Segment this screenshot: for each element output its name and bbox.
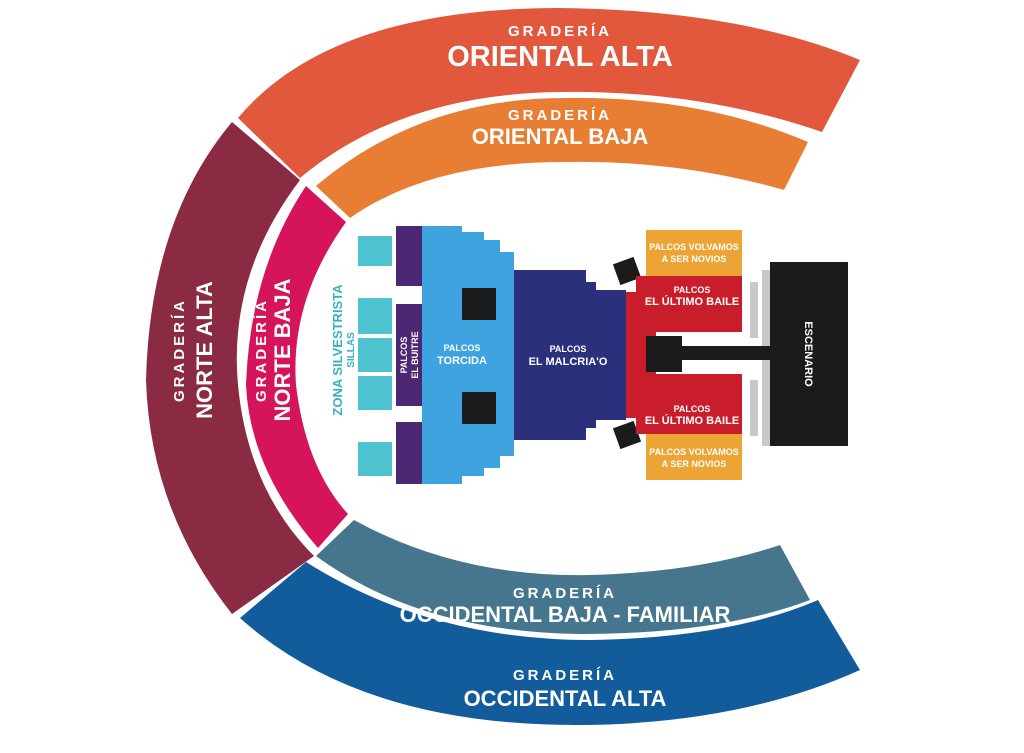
occidental-baja-label-big: OCCIDENTAL BAJA - FAMILIAR (400, 602, 731, 627)
occidental-alta-label-small: GRADERÍA (513, 667, 617, 684)
torcida-label: PALCOS (444, 343, 481, 353)
torcida-black-box (462, 392, 496, 424)
zona-silvestrista[interactable] (358, 236, 392, 476)
section-oriental-baja[interactable] (316, 97, 808, 218)
section-oriental-alta[interactable] (238, 8, 860, 178)
palcos-el-buitre[interactable] (396, 226, 422, 484)
buitre-label: PALCOS (399, 337, 409, 374)
norte-alta-label-small: GRADERÍA (171, 298, 188, 402)
buitre-sub-label: EL BUITRE (410, 331, 420, 378)
torcida-sub-label: TORCIDA (437, 355, 487, 367)
palcos-volvamos-bottom[interactable] (646, 434, 742, 480)
ultimo-baile-shadow (750, 380, 758, 436)
silvestrista-block[interactable] (358, 298, 392, 334)
black-marker (612, 256, 642, 286)
silvestrista-sub-label: SILLAS (346, 332, 357, 368)
catwalk-bar (680, 346, 772, 360)
ultimo-baile-shadow (750, 282, 758, 338)
silvestrista-block[interactable] (358, 236, 392, 266)
ultimo-baile-top-label: PALCOS (674, 285, 711, 295)
buitre-block-bottom[interactable] (396, 422, 422, 484)
section-occidental-alta[interactable] (240, 562, 860, 726)
black-marker (612, 420, 642, 450)
norte-baja-label-big: NORTE BAJA (270, 278, 295, 421)
buitre-block-top[interactable] (396, 226, 422, 286)
buitre-block-mid[interactable] (396, 304, 422, 406)
escenario-label: ESCENARIO (802, 321, 814, 387)
malcriao-sub-label: EL MALCRIA'O (529, 356, 608, 368)
palcos-volvamos-top[interactable] (646, 230, 742, 276)
silvestrista-block[interactable] (358, 442, 392, 476)
silvestrista-block[interactable] (358, 376, 392, 410)
malcriao-label: PALCOS (550, 344, 587, 354)
ultimo-baile-bottom-label: PALCOS (674, 404, 711, 414)
escenario[interactable] (770, 262, 848, 446)
occidental-alta-label-big: OCCIDENTAL ALTA (464, 686, 667, 711)
occidental-baja-label-small: GRADERÍA (513, 585, 617, 602)
volvamos-bottom-label: PALCOS VOLVAMOS (649, 447, 739, 457)
volvamos-bottom-sub-label: A SER NOVIOS (662, 459, 727, 469)
silvestrista-block[interactable] (358, 338, 392, 372)
norte-alta-label-big: NORTE ALTA (192, 281, 217, 419)
ultimo-baile-top-sub-label: EL ÚLTIMO BAILE (645, 295, 739, 308)
catwalk-end (646, 336, 682, 372)
torcida-black-box (462, 288, 496, 320)
silvestrista-label: ZONA SILVESTRISTA (330, 284, 345, 416)
section-norte-alta[interactable] (146, 122, 314, 614)
oriental-baja-label-big: ORIENTAL BAJA (472, 124, 649, 149)
section-norte-baja[interactable] (246, 186, 348, 548)
norte-baja-label-small: GRADERÍA (253, 298, 270, 402)
palcos-el-malcriao[interactable] (514, 270, 626, 440)
section-occidental-baja[interactable] (316, 520, 810, 634)
oriental-baja-label-small: GRADERÍA (508, 107, 612, 124)
oriental-alta-label-big: ORIENTAL ALTA (447, 41, 673, 73)
oriental-alta-label-small: GRADERÍA (508, 23, 612, 40)
ultimo-baile-bottom-sub-label: EL ÚLTIMO BAILE (645, 414, 739, 427)
volvamos-top-label: PALCOS VOLVAMOS (649, 242, 739, 252)
volvamos-top-sub-label: A SER NOVIOS (662, 254, 727, 264)
